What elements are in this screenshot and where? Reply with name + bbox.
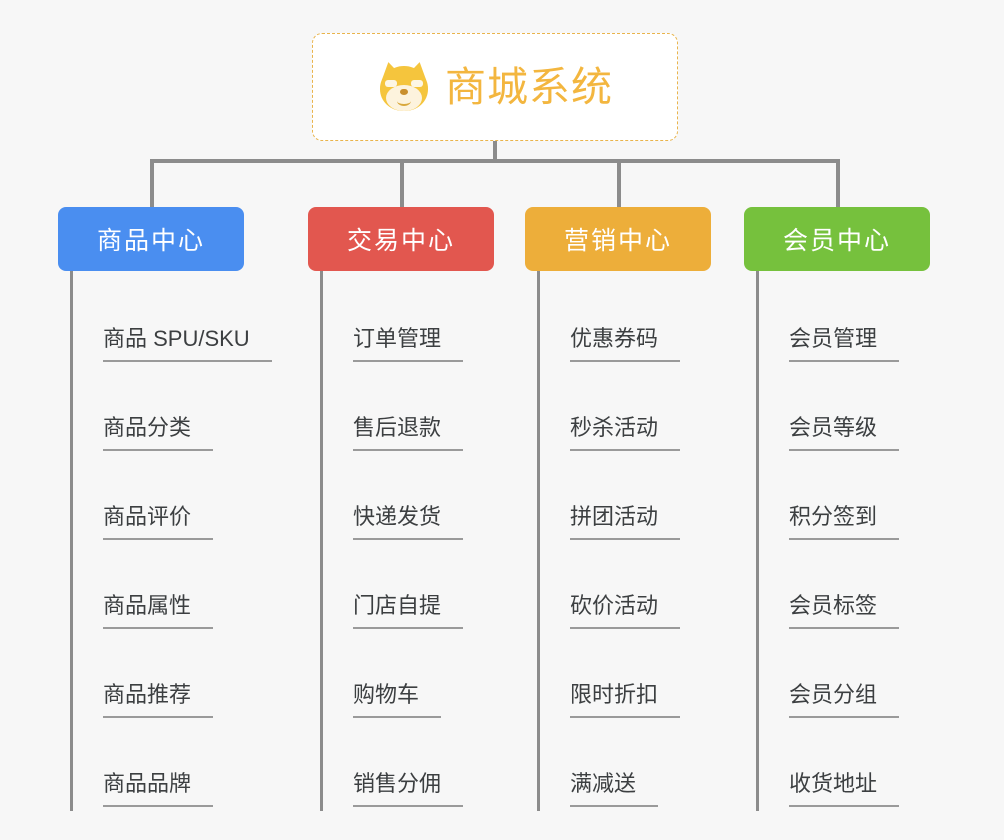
leaf-item-label: 满减送 [570, 770, 659, 807]
leaf-item-label: 限时折扣 [570, 681, 681, 718]
category-header[interactable]: 商品中心 [58, 207, 244, 271]
leaf-list: 会员管理会员等级积分签到会员标签会员分组收货地址 [756, 271, 930, 811]
leaf-item[interactable]: 商品 SPU/SKU [73, 277, 272, 366]
leaf-item-label: 优惠券码 [570, 325, 681, 362]
connector-drop-2 [400, 159, 404, 209]
leaf-item[interactable]: 销售分佣 [323, 722, 494, 811]
leaf-item[interactable]: 会员管理 [759, 277, 930, 366]
connector-drop-4 [836, 159, 840, 209]
leaf-item[interactable]: 积分签到 [759, 455, 930, 544]
leaf-item[interactable]: 拼团活动 [540, 455, 711, 544]
leaf-item[interactable]: 商品分类 [73, 366, 272, 455]
connector-horizontal-bus [150, 159, 840, 163]
connector-root-stem [493, 141, 497, 163]
leaf-item[interactable]: 门店自提 [323, 544, 494, 633]
root-node[interactable]: 商城系统 [312, 33, 678, 141]
leaf-item[interactable]: 商品推荐 [73, 633, 272, 722]
branch-trade-center: 交易中心 订单管理售后退款快递发货门店自提购物车销售分佣 [308, 207, 494, 811]
leaf-list: 订单管理售后退款快递发货门店自提购物车销售分佣 [320, 271, 494, 811]
leaf-item-label: 门店自提 [353, 592, 464, 629]
leaf-item[interactable]: 商品评价 [73, 455, 272, 544]
leaf-item[interactable]: 订单管理 [323, 277, 494, 366]
leaf-item-label: 售后退款 [353, 414, 464, 451]
leaf-item[interactable]: 优惠券码 [540, 277, 711, 366]
leaf-item-label: 收货地址 [789, 770, 900, 807]
leaf-item-label: 积分签到 [789, 503, 900, 540]
leaf-item[interactable]: 秒杀活动 [540, 366, 711, 455]
leaf-item-label: 销售分佣 [353, 770, 464, 807]
leaf-item-label: 商品分类 [103, 414, 214, 451]
leaf-item[interactable]: 限时折扣 [540, 633, 711, 722]
branch-member-center: 会员中心 会员管理会员等级积分签到会员标签会员分组收货地址 [744, 207, 930, 811]
leaf-item[interactable]: 购物车 [323, 633, 494, 722]
leaf-item-label: 会员分组 [789, 681, 900, 718]
leaf-list: 商品 SPU/SKU 商品分类商品评价商品属性商品推荐商品品牌 [70, 271, 272, 811]
leaf-item[interactable]: 会员标签 [759, 544, 930, 633]
category-header[interactable]: 会员中心 [744, 207, 930, 271]
leaf-item-label: 购物车 [353, 681, 442, 718]
branch-marketing-center: 营销中心 优惠券码秒杀活动拼团活动砍价活动限时折扣满减送 [525, 207, 711, 811]
leaf-item[interactable]: 商品属性 [73, 544, 272, 633]
leaf-item[interactable]: 满减送 [540, 722, 711, 811]
dog-face-icon [377, 60, 431, 113]
leaf-item[interactable]: 快递发货 [323, 455, 494, 544]
leaf-item-label: 砍价活动 [570, 592, 681, 629]
category-header[interactable]: 交易中心 [308, 207, 494, 271]
leaf-item-label: 商品属性 [103, 592, 214, 629]
leaf-item-label: 商品推荐 [103, 681, 214, 718]
leaf-item-label: 商品品牌 [103, 770, 214, 807]
leaf-item[interactable]: 收货地址 [759, 722, 930, 811]
leaf-item-label: 拼团活动 [570, 503, 681, 540]
leaf-item[interactable]: 会员分组 [759, 633, 930, 722]
category-header[interactable]: 营销中心 [525, 207, 711, 271]
leaf-item-label: 快递发货 [353, 503, 464, 540]
leaf-item[interactable]: 会员等级 [759, 366, 930, 455]
connector-drop-1 [150, 159, 154, 209]
branch-product-center: 商品中心 商品 SPU/SKU 商品分类商品评价商品属性商品推荐商品品牌 [58, 207, 272, 811]
leaf-item-label: 秒杀活动 [570, 414, 681, 451]
connector-drop-3 [617, 159, 621, 209]
root-title: 商城系统 [445, 63, 613, 110]
leaf-item-label: 会员标签 [789, 592, 900, 629]
leaf-item[interactable]: 售后退款 [323, 366, 494, 455]
leaf-item-label: 商品 SPU/SKU [103, 325, 272, 362]
leaf-list: 优惠券码秒杀活动拼团活动砍价活动限时折扣满减送 [537, 271, 711, 811]
leaf-item-label: 订单管理 [353, 325, 464, 362]
leaf-item-label: 商品评价 [103, 503, 214, 540]
leaf-item-label: 会员等级 [789, 414, 900, 451]
leaf-item[interactable]: 商品品牌 [73, 722, 272, 811]
leaf-item[interactable]: 砍价活动 [540, 544, 711, 633]
leaf-item-label: 会员管理 [789, 325, 900, 362]
